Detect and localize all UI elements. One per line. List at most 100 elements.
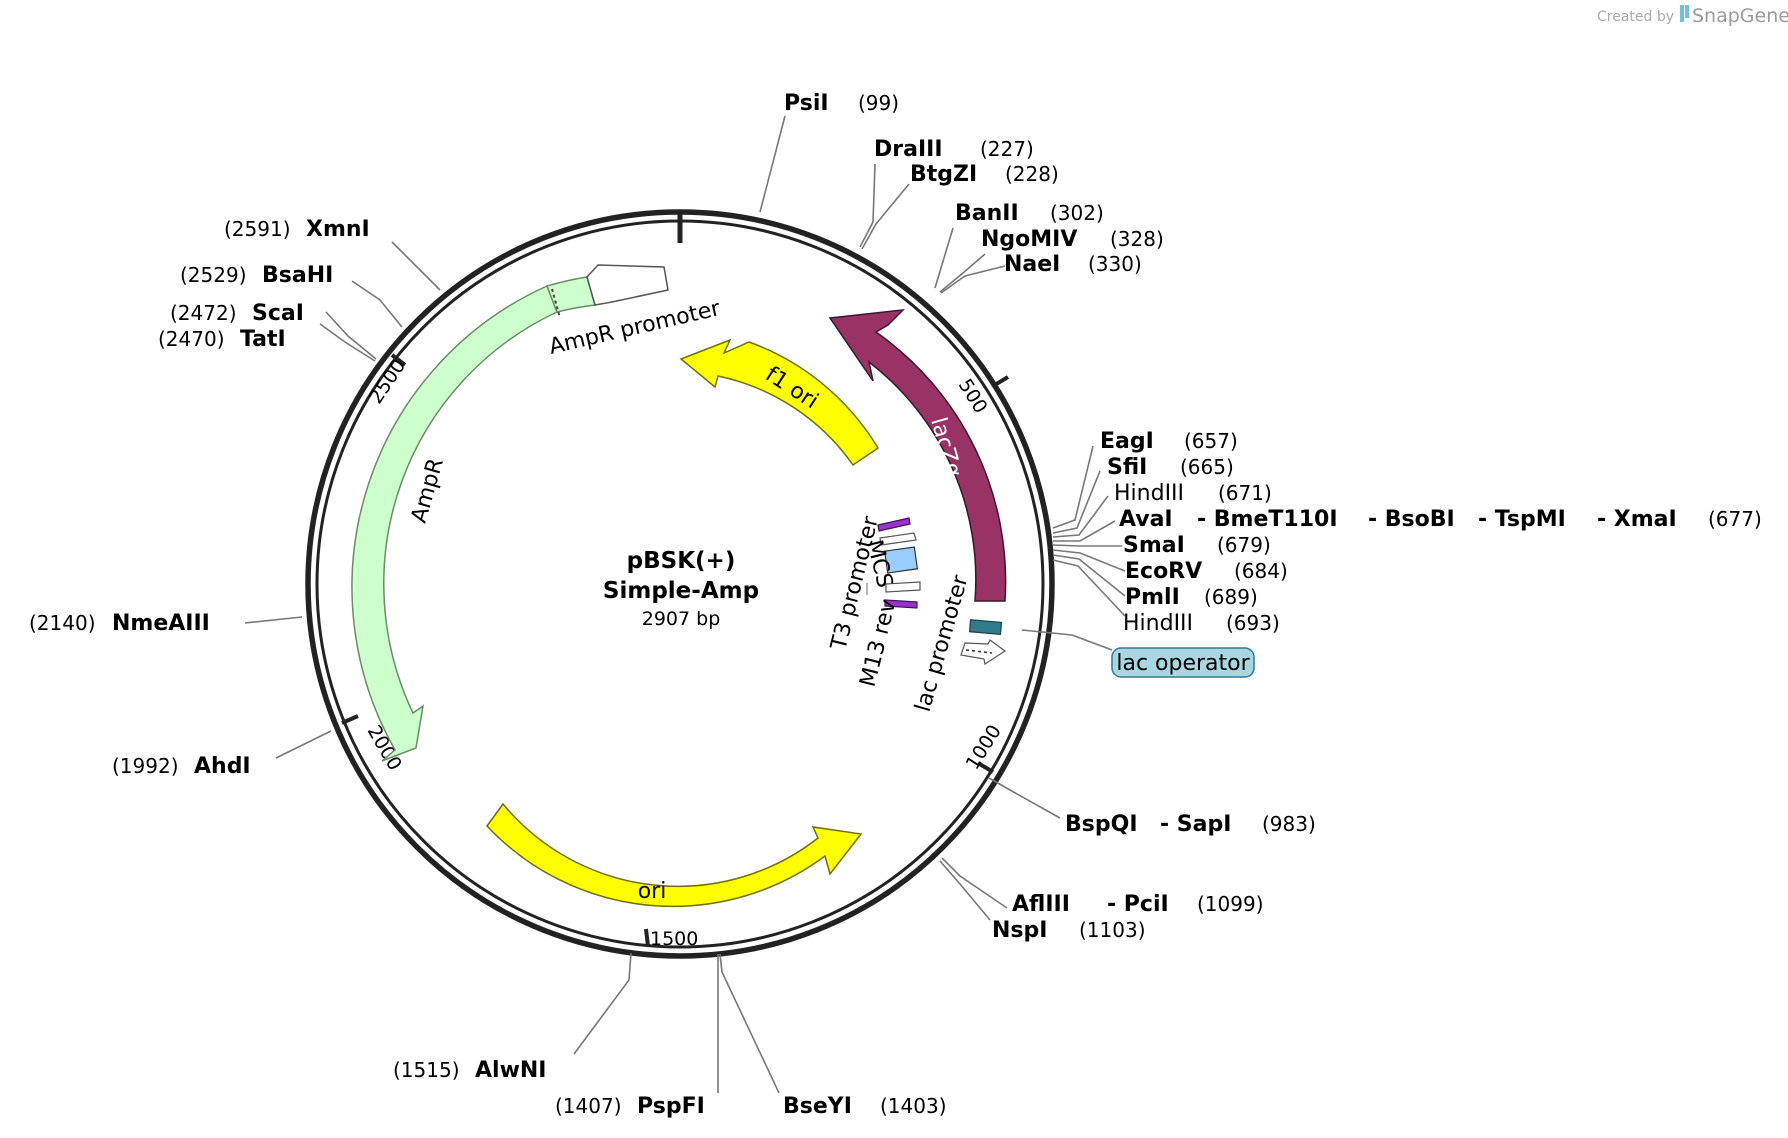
lac-promoter-arrow[interactable] [960,639,1007,665]
site-pos-banii: (302) [1050,201,1104,225]
site-pos-nspi: (1103) [1079,918,1146,942]
mcs-box[interactable] [883,546,919,574]
site-name-bspqi: BspQI [1065,812,1138,837]
ampr-feature-arrow[interactable] [351,284,558,762]
site-name-tati: TatI [240,327,286,352]
site-name-nmeaiii: NmeAIII [112,611,210,636]
site-name-hindiii-693: HindIII [1123,611,1193,636]
plasmid-subname: Simple-Amp [603,578,759,604]
ori-label: ori [638,879,667,904]
site-pos-ecorv: (684) [1234,559,1288,583]
site-name-ahdi: AhdI [194,754,251,779]
site-name-draiii: DraIII [874,137,943,162]
ampr-promoter-boundary [551,288,561,319]
site-name-hindiii-671: HindIII [1114,481,1184,506]
site-name-xmai: - XmaI [1597,507,1677,532]
site-pos-eagi: (657) [1184,429,1238,453]
lac-operator-callout-box[interactable] [1111,647,1255,678]
site-name-banii: BanII [955,201,1019,226]
leader-ngomiv [939,253,986,293]
leader-tati [319,323,376,362]
leader-afliii [941,857,1008,909]
site-pos-hindiii-671: (671) [1218,481,1272,505]
leader-pmli [1052,554,1126,597]
site-name-tspmi: - TspMI [1478,507,1566,532]
leader-psii [759,115,786,213]
plasmid-length: 2907 bp [642,608,721,630]
m13-rev-primer-mark[interactable] [884,599,918,609]
tick-1500 [644,928,650,947]
t3-promoter-arrow[interactable] [879,532,917,546]
leader-draiii [859,163,876,248]
ori-feature-arrow[interactable] [486,802,863,908]
site-pos-ngomiv: (328) [1110,227,1164,251]
leader-nmeaiii [244,616,303,624]
site-pos-avai: (677) [1708,507,1762,531]
site-pos-tati: (2470) [158,327,225,351]
leader-bspqi [988,777,1061,819]
t3-primer-mark[interactable] [877,517,911,532]
leader-hindiii-693 [1052,559,1126,617]
lacza-feature-arrow[interactable] [828,309,1007,602]
lac-operator-mark[interactable] [968,619,1003,636]
site-pos-xmni: (2591) [224,217,291,241]
plasmid-title-block: pBSK(+) Simple-Amp 2907 bp [603,548,759,630]
site-name-nspi: NspI [992,918,1047,943]
leader-alwni [573,952,632,1055]
lac-operator-leader [1021,629,1073,636]
site-name-ngomiv: NgoMIV [981,227,1077,252]
tick-label-1000: 1000 [962,721,1006,774]
site-name-sfii: SfiI [1107,455,1147,480]
leader-smai [1052,544,1122,547]
m13-rev-label: M13 rev [856,597,902,689]
site-name-afliii: AflIII [1012,892,1070,917]
credit: Created by SnapGene [1597,5,1788,27]
restriction-site-leaders [244,115,1126,1094]
credit-created-by: Created by [1597,9,1674,25]
site-pos-nmeaiii: (2140) [29,611,96,635]
site-name-scai: ScaI [252,301,304,326]
f1-ori-feature-arrow[interactable] [679,338,880,467]
site-pos-naei: (330) [1088,252,1142,276]
site-pos-hindiii-693: (693) [1226,611,1280,635]
ampr-label: AmpR [407,456,449,526]
lac-promoter-small-arrow[interactable] [885,581,921,593]
leader-hindiii-671 [1052,495,1109,538]
site-name-psii: PsiI [784,91,829,116]
site-name-eagi: EagI [1100,429,1154,454]
leader-avai [1053,520,1116,542]
leader-naei [940,265,1006,294]
tick-2500 [390,353,407,367]
leader-banii [934,227,954,289]
site-pos-pspfi: (1407) [555,1094,622,1118]
site-name-bsobi: - BsoBI [1368,507,1455,532]
leader-bsahi [351,280,403,328]
site-name-ecorv: EcoRV [1125,559,1202,584]
site-name-pmli: PmlI [1125,585,1180,610]
site-pos-alwni: (1515) [393,1058,460,1082]
leader-eagi [1052,445,1094,529]
site-pos-afliii: (1099) [1197,892,1264,916]
leader-ahdi [275,730,332,759]
tick-1000 [976,761,995,774]
tick-label-500: 500 [954,375,992,417]
site-name-xmni: XmnI [306,217,370,242]
site-pos-ahdi: (1992) [112,754,179,778]
site-pos-smai: (679) [1217,533,1271,557]
site-pos-scai: (2472) [170,301,237,325]
site-name-alwni: AlwNI [475,1058,547,1083]
leader-bseyi [719,953,780,1094]
leader-btgzi [861,183,910,250]
site-pos-sfii: (665) [1180,455,1234,479]
site-pos-pmli: (689) [1204,585,1258,609]
leader-ecorv [1052,549,1126,572]
site-pos-draiii: (227) [980,137,1034,161]
site-pos-bspqi: (983) [1262,812,1316,836]
features: lacZα f1 ori AmpR AmpR promoter ori MCS … [351,264,1255,908]
credit-brand: SnapGene [1692,5,1788,27]
restriction-site-labels: PsiI (99) DraIII (227) BtgZI (228) BanII… [29,91,1762,1119]
ampr-promoter-arrow[interactable] [586,264,669,306]
tick-label-1500: 1500 [650,928,698,950]
site-pos-psii: (99) [858,91,899,115]
